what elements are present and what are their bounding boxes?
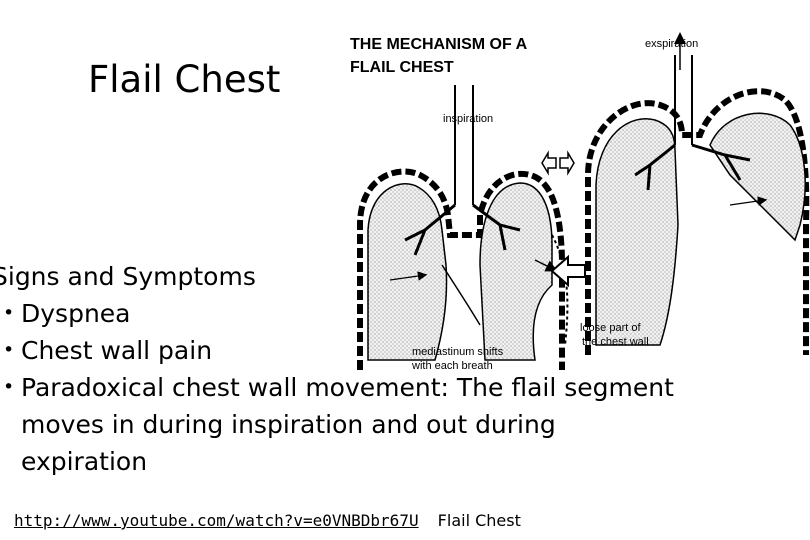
right-lung-expiration <box>709 112 806 242</box>
slide-title: Flail Chest <box>88 58 281 101</box>
footer-caption: Flail Chest <box>437 511 521 530</box>
shift-arrow-right <box>729 196 768 206</box>
bullet-item-chest-wall-pain: • Chest wall pain <box>0 332 712 369</box>
bullet-text-line1: Paradoxical chest wall movement: The fla… <box>21 373 674 402</box>
inward-arrow <box>534 259 558 272</box>
label-mediastinum-line2: with each breath <box>411 360 493 372</box>
rib-cage-right <box>585 88 810 355</box>
flail-chest-diagram: THE MECHANISM OF A FLAIL CHEST <box>330 25 810 375</box>
bullet-icon: • <box>3 376 15 398</box>
label-loose-line1: loose part of <box>580 322 641 334</box>
bullet-text: Chest wall pain <box>21 336 213 365</box>
flail-chest-illustration: THE MECHANISM OF A FLAIL CHEST <box>350 32 810 372</box>
trachea-right <box>674 55 693 145</box>
bronchi-left <box>404 203 521 256</box>
bullet-icon: • <box>3 339 15 361</box>
label-expiration: exspiration <box>645 38 698 50</box>
rib-cage-left <box>357 168 565 370</box>
breath-cycle-arrows <box>541 150 575 176</box>
bullet-text: Dyspnea <box>21 299 131 328</box>
trachea-left <box>454 85 474 205</box>
label-mediastinum-line1: mediastinum shifts <box>412 346 504 358</box>
bullet-text-line2: moves in during inspiration and out duri… <box>21 410 556 439</box>
left-lung-expiration <box>595 118 679 346</box>
diagram-heading-line2: FLAIL CHEST <box>350 59 454 76</box>
bullet-item-paradoxical-movement: • Paradoxical chest wall movement: The f… <box>0 369 712 480</box>
inspiration-chest <box>357 85 586 370</box>
signs-symptoms-section: Signs and Symptoms • Dyspnea • Chest wal… <box>0 258 712 480</box>
hollow-arrow-in <box>550 254 586 288</box>
shift-arrow-left <box>389 271 428 281</box>
flail-segment-left <box>551 234 569 346</box>
expiration-chest <box>585 32 810 355</box>
diagram-heading-line1: THE MECHANISM OF A <box>350 36 528 53</box>
bullet-text-line3: expiration <box>21 447 148 476</box>
bullet-item-dyspnea: • Dyspnea <box>0 295 712 332</box>
footer: http://www.youtube.com/watch?v=e0VNBDbr6… <box>14 511 521 531</box>
youtube-link[interactable]: http://www.youtube.com/watch?v=e0VNBDbr6… <box>14 511 419 530</box>
section-heading: Signs and Symptoms <box>0 262 256 291</box>
label-inspiration: inspiration <box>443 113 493 125</box>
label-loose-line2: the chest wall <box>582 336 649 348</box>
right-lung <box>479 182 553 361</box>
bullet-icon: • <box>3 302 15 324</box>
bronchi-right <box>634 143 751 191</box>
mediastinum-left <box>441 264 481 326</box>
